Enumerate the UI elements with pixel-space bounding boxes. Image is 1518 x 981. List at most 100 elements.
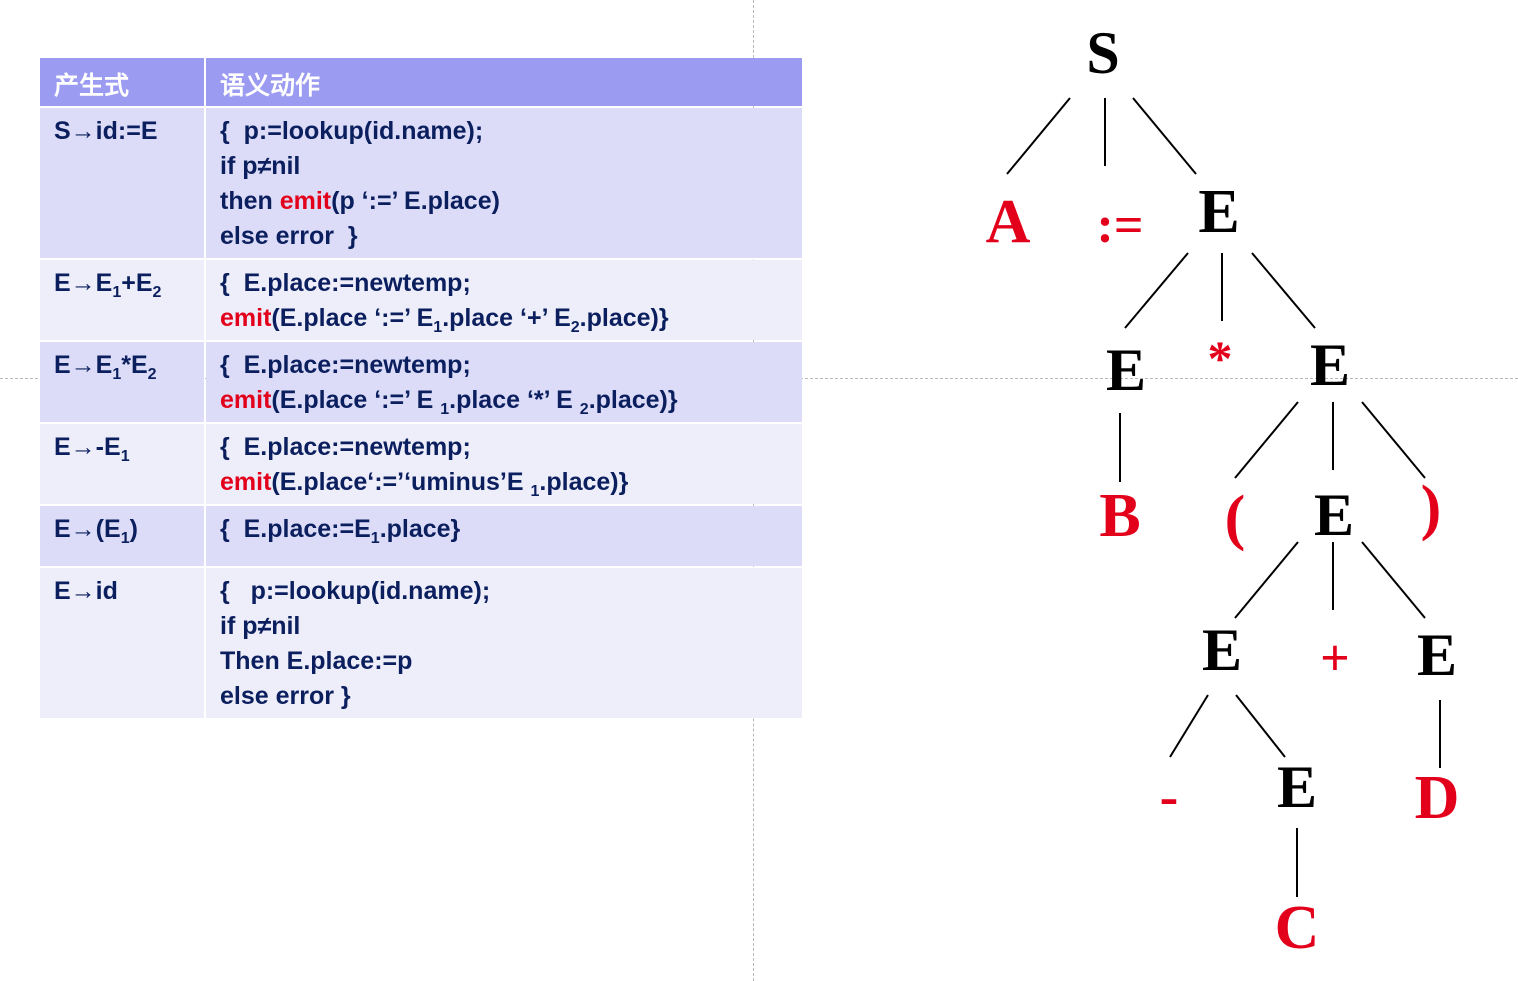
tree-node-b: B <box>1099 482 1140 550</box>
header-production: 产生式 <box>40 58 204 106</box>
action-line: { E.place:=newtemp; <box>220 348 788 383</box>
action-cell: { E.place:=E1.place} <box>206 506 802 566</box>
action-line: if p≠nil <box>220 149 788 184</box>
text-segment: E→id <box>54 577 118 605</box>
semantic-rules-table: 产生式 语义动作 S→id:=E { p:=lookup(id.name); if… <box>38 56 804 720</box>
text-segment: { E.place:=newtemp; <box>220 433 471 461</box>
text-segment: .place)} <box>579 304 669 332</box>
text-segment: if p≠nil <box>220 612 301 640</box>
tree-edge-e1-e3 <box>1251 252 1316 329</box>
text-segment: else error } <box>220 682 351 710</box>
tree-node-lp: ( <box>1225 484 1246 552</box>
action-cell: { E.place:=newtemp; emit(E.place ‘:=’ E 1… <box>206 342 802 422</box>
text-segment: E→-E <box>54 433 121 461</box>
subscript: 2 <box>152 284 162 301</box>
tree-node-e1: E <box>1198 178 1239 246</box>
text-segment: { p:=lookup(id.name); <box>220 577 491 605</box>
tree-edge-e4-e6 <box>1361 541 1426 619</box>
action-line: if p≠nil <box>220 609 788 644</box>
tree-node-e3: E <box>1310 332 1350 398</box>
emit-keyword: emit <box>220 386 272 414</box>
tree-edge-e4-e5 <box>1234 541 1299 619</box>
text-segment: E→E <box>54 269 113 297</box>
tree-node-e2: E <box>1106 337 1146 403</box>
tree-edge-e3-rp <box>1361 401 1426 479</box>
action-cell: { E.place:=newtemp;emit(E.place ‘:=’ E1.… <box>206 260 802 340</box>
subscript: 1 <box>433 319 443 336</box>
action-line: else error } <box>220 219 788 254</box>
tree-edge-e5-minus <box>1169 694 1209 758</box>
action-line: emit(E.place ‘:=’ E1.place ‘+’ E2.place)… <box>220 301 788 336</box>
tree-node-c: C <box>1275 894 1320 962</box>
action-line: emit(E.place ‘:=’ E 1.place ‘*’ E 2.plac… <box>220 383 788 418</box>
table-header-row: 产生式 语义动作 <box>40 58 802 106</box>
tree-node-d: D <box>1415 764 1460 832</box>
action-line: { E.place:=newtemp; <box>220 430 788 465</box>
tree-edge-e3-lp <box>1234 401 1299 479</box>
text-segment: .place ‘*’ E <box>449 386 580 414</box>
text-segment: Then E.place:=p <box>220 647 413 675</box>
subscript: 2 <box>147 366 157 383</box>
text-segment: if p≠nil <box>220 152 301 180</box>
tree-edge-e5-e7 <box>1235 694 1286 758</box>
header-semantic-action: 语义动作 <box>206 58 802 106</box>
subscript: 1 <box>112 366 122 383</box>
text-segment: +E <box>121 269 153 297</box>
subscript: 1 <box>120 530 130 547</box>
text-segment: E→(E <box>54 515 121 543</box>
tree-node-e5: E <box>1202 617 1242 683</box>
tree-node-a: A <box>986 188 1031 256</box>
subscript: 1 <box>370 530 380 547</box>
text-segment: { E.place:=newtemp; <box>220 351 471 379</box>
action-line: { p:=lookup(id.name); <box>220 574 788 609</box>
tree-node-rp: ) <box>1421 474 1442 542</box>
table-row: E→E1+E2 { E.place:=newtemp;emit(E.place … <box>40 260 802 340</box>
tree-node-mul: * <box>1208 330 1233 386</box>
tree-node-plus: + <box>1320 630 1350 687</box>
subscript: 1 <box>120 448 130 465</box>
emit-keyword: emit <box>220 468 272 496</box>
tree-edge-e1-e2 <box>1124 252 1189 329</box>
production-cell: E→E1*E2 <box>40 342 204 422</box>
action-line: emit(E.place‘:=’‘uminus’E 1.place)} <box>220 465 788 500</box>
table-row: E→(E1) { E.place:=E1.place} <box>40 506 802 566</box>
text-segment: .place} <box>379 515 461 543</box>
table-row: E→-E1 { E.place:=newtemp;emit(E.place‘:=… <box>40 424 802 504</box>
action-line: { E.place:=E1.place} <box>220 512 788 547</box>
production-cell: E→id <box>40 568 204 718</box>
tree-node-minus: - <box>1160 766 1179 828</box>
action-line: else error } <box>220 679 788 714</box>
production-cell: S→id:=E <box>40 108 204 258</box>
text-segment: (E.place ‘:=’ E <box>271 304 434 332</box>
text-segment: .place)} <box>588 386 678 414</box>
tree-edge-s-e1 <box>1132 97 1197 175</box>
table-row: S→id:=E { p:=lookup(id.name); if p≠nil the… <box>40 108 802 258</box>
text-segment: (E.place‘:=’‘uminus’E <box>271 468 531 496</box>
production-cell: E→(E1) <box>40 506 204 566</box>
tree-node-s: S <box>1086 20 1119 86</box>
production-cell: E→E1+E2 <box>40 260 204 340</box>
text-segment: { p:=lookup(id.name); <box>220 117 484 145</box>
tree-node-e4: E <box>1314 482 1354 548</box>
text-segment: .place)} <box>539 468 629 496</box>
text-segment: *E <box>121 351 148 379</box>
text-segment: { E.place:=E <box>220 515 371 543</box>
action-cell: { p:=lookup(id.name); if p≠nil then emit(p… <box>206 108 802 258</box>
text-segment: (E.place ‘:=’ E <box>271 386 441 414</box>
text-segment: ) <box>129 515 138 543</box>
subscript: 1 <box>530 483 540 500</box>
subscript: 1 <box>112 284 122 301</box>
tree-node-e6: E <box>1417 622 1457 688</box>
text-segment: E→E <box>54 351 113 379</box>
action-line: then emit(p ‘:=’ E.place) <box>220 184 788 219</box>
emit-keyword: emit <box>279 187 332 215</box>
action-line: Then E.place:=p <box>220 644 788 679</box>
text-segment: else error } <box>220 222 358 250</box>
tree-edge-s-a <box>1006 97 1071 175</box>
text-segment: S→id:=E <box>54 117 158 145</box>
emit-keyword: emit <box>220 304 272 332</box>
action-line: { E.place:=newtemp; <box>220 266 788 301</box>
